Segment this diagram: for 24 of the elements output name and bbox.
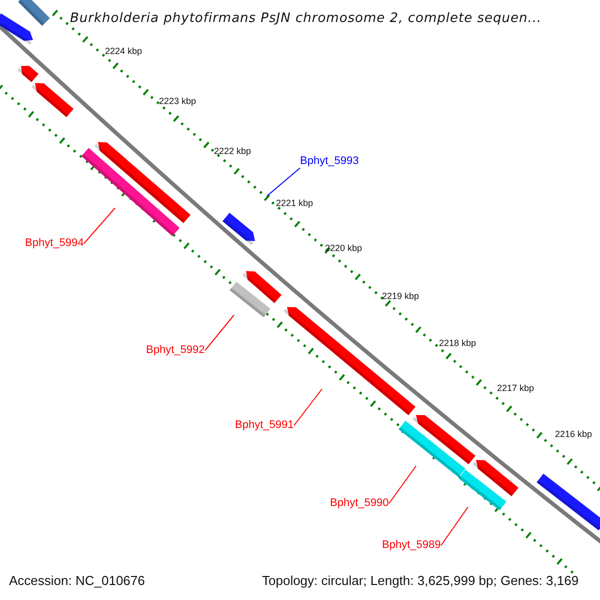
leader-line	[294, 388, 322, 426]
gene-label: Bphyt_5991	[235, 419, 294, 432]
map-title: Burkholderia phytofirmans PsJN chromosome 2, complete sequen...	[70, 10, 542, 28]
leader-line	[84, 208, 116, 244]
gene-label: Bphyt_5992	[146, 344, 205, 357]
footer-note: Accession: NC_010676	[9, 574, 145, 587]
gene-label: Bphyt_5993	[300, 155, 359, 168]
footer-note: Topology: circular; Length: 3,625,999 bp; Genes: 3,169	[262, 574, 579, 587]
scale-label: 2218 kbp	[439, 339, 476, 348]
scale-label: 2223 kbp	[159, 97, 196, 106]
gene-label: Bphyt_5990	[330, 497, 389, 510]
leader-line	[388, 466, 416, 504]
scale-label: 2216 kbp	[555, 430, 592, 439]
scale-label: 2221 kbp	[276, 199, 314, 208]
scale-label: 2222 kbp	[214, 147, 252, 156]
scale-label: 2219 kbp	[382, 292, 420, 301]
scale-label: 2217 kbp	[497, 384, 534, 393]
leader-line	[204, 314, 234, 351]
leader-line	[266, 168, 300, 196]
gene-label: Bphyt_5994	[25, 237, 84, 250]
scale-label: 2224 kbp	[105, 47, 142, 56]
scale-label: 2220 kbp	[325, 244, 362, 253]
leader-line	[440, 506, 468, 546]
gene-label: Bphyt_5989	[382, 539, 441, 552]
